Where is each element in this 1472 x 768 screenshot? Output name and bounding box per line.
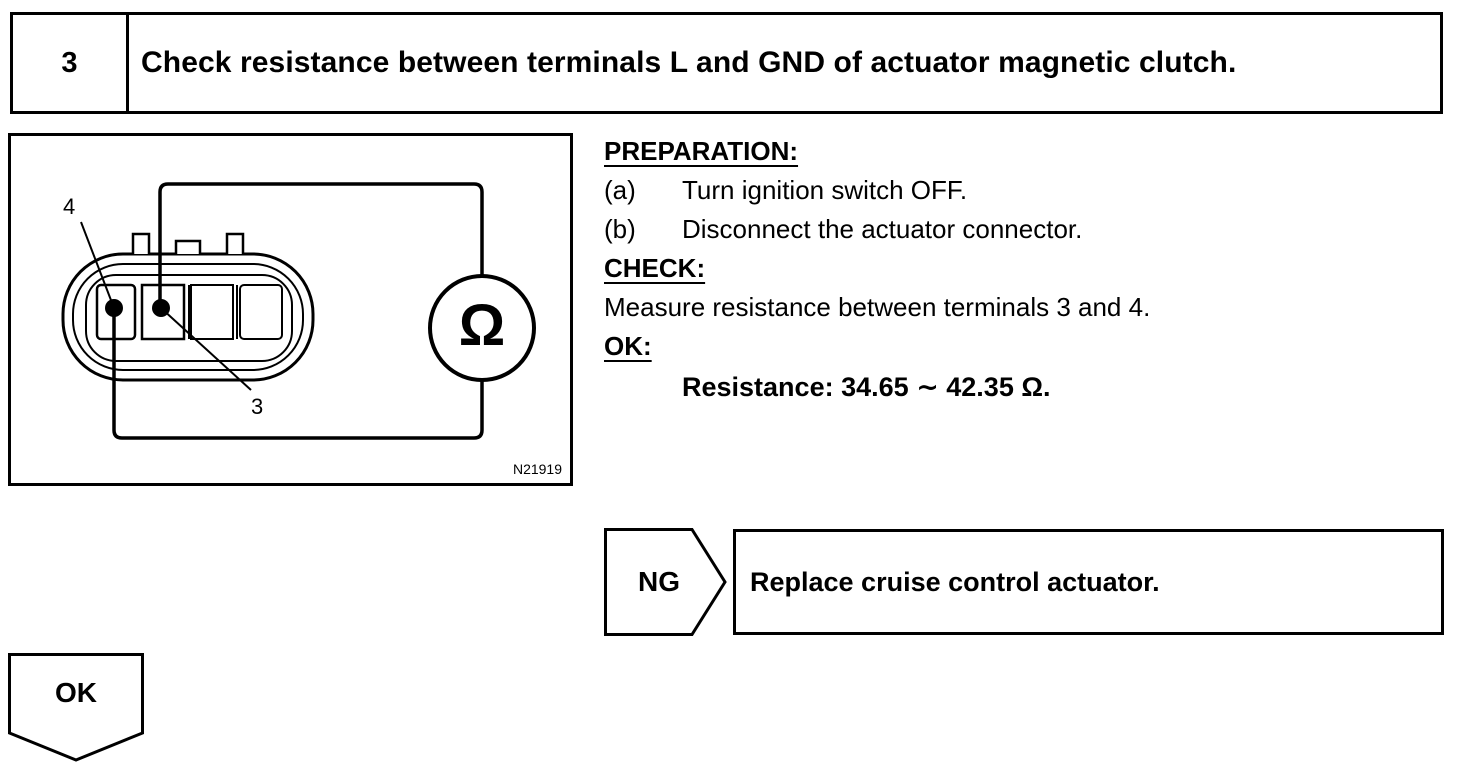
step-text: Disconnect the actuator connector. <box>682 214 1083 244</box>
preparation-step-b: (b) Disconnect the actuator connector. <box>604 210 1444 249</box>
connector-tab-1 <box>131 232 151 254</box>
step-header: 3 Check resistance between terminals L a… <box>10 12 1443 114</box>
ohm-symbol: Ω <box>458 293 506 358</box>
instructions: PREPARATION: (a) Turn ignition switch OF… <box>604 132 1444 407</box>
ng-action-text: Replace cruise control actuator. <box>750 566 1160 597</box>
step-text: Turn ignition switch OFF. <box>682 175 968 205</box>
connector-wiring-svg <box>61 182 536 440</box>
leader-line-4 <box>80 221 115 309</box>
connector-tab-3 <box>225 232 245 254</box>
step-letter: (b) <box>604 214 636 244</box>
step-title: Check resistance between terminals L and… <box>141 46 1237 79</box>
step-number: 3 <box>13 15 129 111</box>
leader-line-3 <box>160 307 252 391</box>
wire-terminal-3 <box>158 182 484 308</box>
resistance-spec: Resistance: 34.65 ∼ 42.35 Ω. <box>682 372 1051 402</box>
terminal-cavity-4 <box>95 283 137 341</box>
terminal-label-3: 3 <box>251 394 264 419</box>
ok-arrow-box <box>8 653 144 762</box>
preparation-heading: PREPARATION: <box>604 136 799 166</box>
ok-heading: OK: <box>604 331 652 361</box>
check-heading: CHECK: <box>604 253 706 283</box>
preparation-step-a: (a) Turn ignition switch OFF. <box>604 171 1444 210</box>
connector-tab-2 <box>174 239 202 254</box>
connector-housing-inner <box>72 263 304 371</box>
ohmmeter-icon <box>428 274 536 382</box>
ng-action-box: Replace cruise control actuator. <box>733 529 1444 635</box>
wire-terminal-4 <box>112 308 484 440</box>
check-text: Measure resistance between terminals 3 a… <box>604 292 1151 322</box>
connector-housing-core <box>85 274 293 362</box>
terminal-cavity-3 <box>140 283 186 341</box>
terminal-cavity-2 <box>190 284 234 340</box>
terminal-cavity-1 <box>239 284 283 340</box>
terminal-label-4: 4 <box>63 194 76 219</box>
step-letter: (a) <box>604 175 636 205</box>
ng-arrow-box <box>604 528 727 636</box>
diagram-code: N21919 <box>512 461 562 477</box>
ok-label: OK <box>55 677 97 708</box>
connector-diagram: 4 3 Ω N21919 <box>8 133 573 486</box>
ng-label: NG <box>638 566 680 597</box>
